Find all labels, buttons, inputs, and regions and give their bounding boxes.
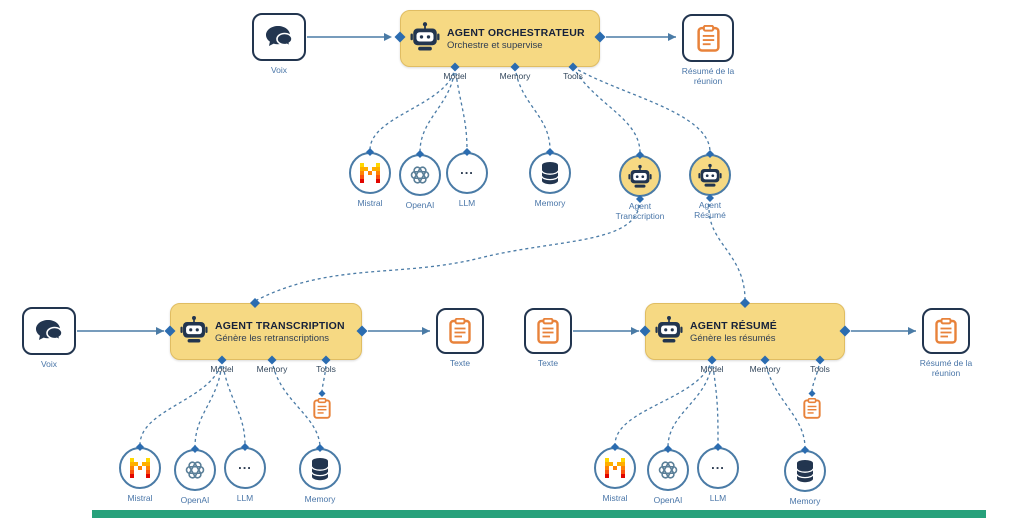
bottom-accent-bar xyxy=(92,510,986,518)
mistral-node-top[interactable] xyxy=(349,152,391,194)
database-icon xyxy=(540,161,560,185)
memory-node-left[interactable] xyxy=(299,448,341,490)
mistral-icon xyxy=(360,163,380,183)
clipboard-tool-node-left[interactable] xyxy=(313,398,331,419)
llm-node-right[interactable]: ... xyxy=(697,447,739,489)
openai-icon xyxy=(408,163,432,187)
orchestrator-title: AGENT ORCHESTRATEUR xyxy=(447,26,585,39)
resume-output-label-bottom: Résumé de la réunion xyxy=(919,358,973,379)
robot-icon xyxy=(410,21,440,56)
openai-icon xyxy=(656,458,680,482)
voix-input-node-bottom[interactable] xyxy=(22,307,76,355)
database-icon xyxy=(795,459,815,483)
agent-transcription-subnode[interactable] xyxy=(619,155,661,197)
openai-icon xyxy=(183,458,207,482)
openai-node-right[interactable] xyxy=(647,449,689,491)
resume-output-node-bottom[interactable] xyxy=(922,308,970,354)
clipboard-icon xyxy=(537,318,559,344)
robot-icon xyxy=(180,315,208,348)
agent-transcription-sublabel: Agent Transcription xyxy=(615,201,665,222)
solid-wires xyxy=(77,36,916,332)
voix-input-label-bottom: Voix xyxy=(40,359,58,369)
transcription-subtitle: Génère les retranscriptions xyxy=(215,332,330,344)
resume-port-memory[interactable]: Memory xyxy=(749,364,781,374)
transcription-port-memory[interactable]: Memory xyxy=(256,364,288,374)
openai-node-top[interactable] xyxy=(399,154,441,196)
ellipsis-icon: ... xyxy=(238,457,252,472)
clipboard-icon xyxy=(803,398,821,419)
resume-port-tools[interactable]: Tools xyxy=(810,364,830,374)
resume-port-model[interactable]: Model xyxy=(700,364,724,374)
robot-icon xyxy=(655,315,683,348)
orchestrator-subtitle: Orchestre et supervise xyxy=(447,39,543,51)
mistral-icon xyxy=(605,458,625,478)
openai-label: OpenAI xyxy=(180,495,210,505)
openai-label: OpenAI xyxy=(653,495,683,505)
voix-input-label-top: Voix xyxy=(270,65,288,75)
chat-icon xyxy=(265,25,293,49)
clipboard-icon xyxy=(449,318,471,344)
orchestrator-port-tools[interactable]: Tools xyxy=(563,71,583,81)
mistral-label: Mistral xyxy=(127,493,153,503)
clipboard-icon xyxy=(935,318,957,344)
agent-resume-subnode[interactable] xyxy=(689,154,731,196)
transcription-port-model[interactable]: Model xyxy=(210,364,234,374)
resume-subtitle: Génère les résumés xyxy=(690,332,776,344)
llm-label: LLM xyxy=(458,198,476,208)
robot-icon xyxy=(628,164,652,188)
memory-label: Memory xyxy=(304,494,336,504)
resume-title: AGENT RÉSUMÉ xyxy=(690,319,777,332)
texte-input-label: Texte xyxy=(537,358,559,368)
dashed-wires xyxy=(139,66,821,449)
clipboard-icon xyxy=(313,398,331,419)
mistral-node-left[interactable] xyxy=(119,447,161,489)
voix-input-node-top[interactable] xyxy=(252,13,306,61)
mistral-node-right[interactable] xyxy=(594,447,636,489)
mistral-label: Mistral xyxy=(357,198,383,208)
memory-label: Memory xyxy=(789,496,821,506)
memory-node-right[interactable] xyxy=(784,450,826,492)
resume-output-node-top[interactable] xyxy=(682,14,734,62)
chat-icon xyxy=(35,319,63,343)
resume-output-label-top: Résumé de la réunion xyxy=(681,66,735,87)
mistral-icon xyxy=(130,458,150,478)
orchestrator-port-model[interactable]: Model xyxy=(443,71,467,81)
orchestrator-port-memory[interactable]: Memory xyxy=(499,71,531,81)
llm-node-left[interactable]: ... xyxy=(224,447,266,489)
openai-node-left[interactable] xyxy=(174,449,216,491)
clipboard-icon xyxy=(697,25,720,52)
openai-label: OpenAI xyxy=(405,200,435,210)
ellipsis-icon: ... xyxy=(711,457,725,472)
llm-label: LLM xyxy=(709,493,727,503)
llm-node-top[interactable]: ... xyxy=(446,152,488,194)
ellipsis-icon: ... xyxy=(460,162,474,177)
robot-icon xyxy=(698,163,722,187)
transcription-agent-node[interactable]: AGENT TRANSCRIPTION Génère les retranscr… xyxy=(170,303,362,360)
database-icon xyxy=(310,457,330,481)
agent-resume-sublabel: Agent Résumé xyxy=(694,200,726,221)
resume-agent-node[interactable]: AGENT RÉSUMÉ Génère les résumés xyxy=(645,303,845,360)
texte-output-node[interactable] xyxy=(436,308,484,354)
texte-input-node[interactable] xyxy=(524,308,572,354)
texte-output-label: Texte xyxy=(449,358,471,368)
transcription-port-tools[interactable]: Tools xyxy=(316,364,336,374)
llm-label: LLM xyxy=(236,493,254,503)
memory-node-top[interactable] xyxy=(529,152,571,194)
orchestrator-agent-node[interactable]: AGENT ORCHESTRATEUR Orchestre et supervi… xyxy=(400,10,600,67)
memory-label: Memory xyxy=(534,198,566,208)
mistral-label: Mistral xyxy=(602,493,628,503)
transcription-title: AGENT TRANSCRIPTION xyxy=(215,319,345,332)
clipboard-tool-node-right[interactable] xyxy=(803,398,821,419)
